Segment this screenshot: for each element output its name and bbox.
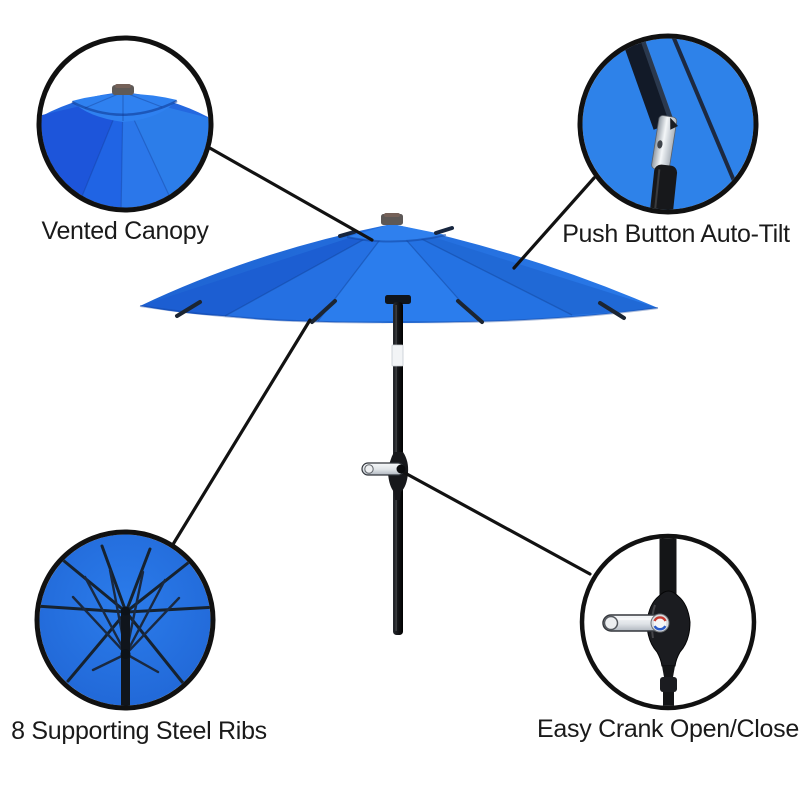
- callout-line-push-button: [512, 176, 596, 270]
- crank-collar: [660, 677, 677, 692]
- callout-border: [36, 35, 214, 213]
- tilt-push-button: [657, 140, 663, 149]
- canopy-vent-rim: [346, 234, 447, 243]
- canopy-finial: [381, 213, 403, 225]
- callout-circle-push-button: [577, 33, 759, 215]
- callout-circle-steel-ribs: [34, 529, 216, 711]
- crank-axle: [396, 464, 406, 474]
- callout-line-easy-crank: [403, 471, 592, 576]
- callout-border: [579, 533, 757, 711]
- callout-circle-easy-crank: [579, 533, 757, 711]
- callout-line-vented-canopy: [206, 145, 374, 242]
- label-push-button-auto-tilt: Push Button Auto-Tilt: [562, 220, 790, 248]
- callout-circle-vented-canopy: [36, 35, 214, 213]
- canopy-panel-right-outer: [392, 224, 658, 315]
- canopy-panel-left-outer: [140, 224, 392, 316]
- crank-pole-lower: [663, 692, 674, 706]
- push-button-closeup: [582, 38, 754, 210]
- tilt-upper-pole: [611, 38, 675, 130]
- crank-housing: [646, 590, 691, 667]
- easy-crank-closeup: [602, 538, 691, 706]
- callout-line-steel-ribs: [170, 318, 312, 548]
- label-easy-crank-open-close: Easy Crank Open/Close: [537, 715, 799, 743]
- canopy-vent-tier: [347, 224, 446, 242]
- rib-hub: [121, 606, 130, 616]
- umbrella-illustration: [139, 213, 659, 635]
- steel-ribs-closeup: [39, 534, 211, 706]
- label-vented-canopy: Vented Canopy: [41, 217, 209, 245]
- underside-pole: [121, 610, 130, 706]
- crank-knob-large: [603, 615, 619, 631]
- canopy-rib-tips: [175, 299, 626, 324]
- callout-border: [34, 529, 216, 711]
- callout-border: [577, 33, 759, 215]
- rib-runner: [120, 649, 131, 659]
- canopy-vent-notches: [338, 226, 454, 238]
- canopy-panel-left: [225, 224, 392, 322]
- crank-pole-upper: [659, 538, 677, 598]
- pole-tag: [391, 344, 404, 367]
- canopy-panel-center: [318, 224, 478, 323]
- callout-lines: [170, 145, 596, 576]
- label-8-supporting-steel-ribs: 8 Supporting Steel Ribs: [11, 717, 267, 745]
- crank-knob: [364, 464, 374, 474]
- tilt-rib-line: [671, 38, 739, 189]
- canopy-panel-right: [392, 224, 572, 321]
- umbrella-crank: [361, 452, 409, 500]
- crank-neck: [662, 666, 675, 677]
- canopy-hub: [385, 295, 411, 304]
- crank-badge: [653, 616, 667, 630]
